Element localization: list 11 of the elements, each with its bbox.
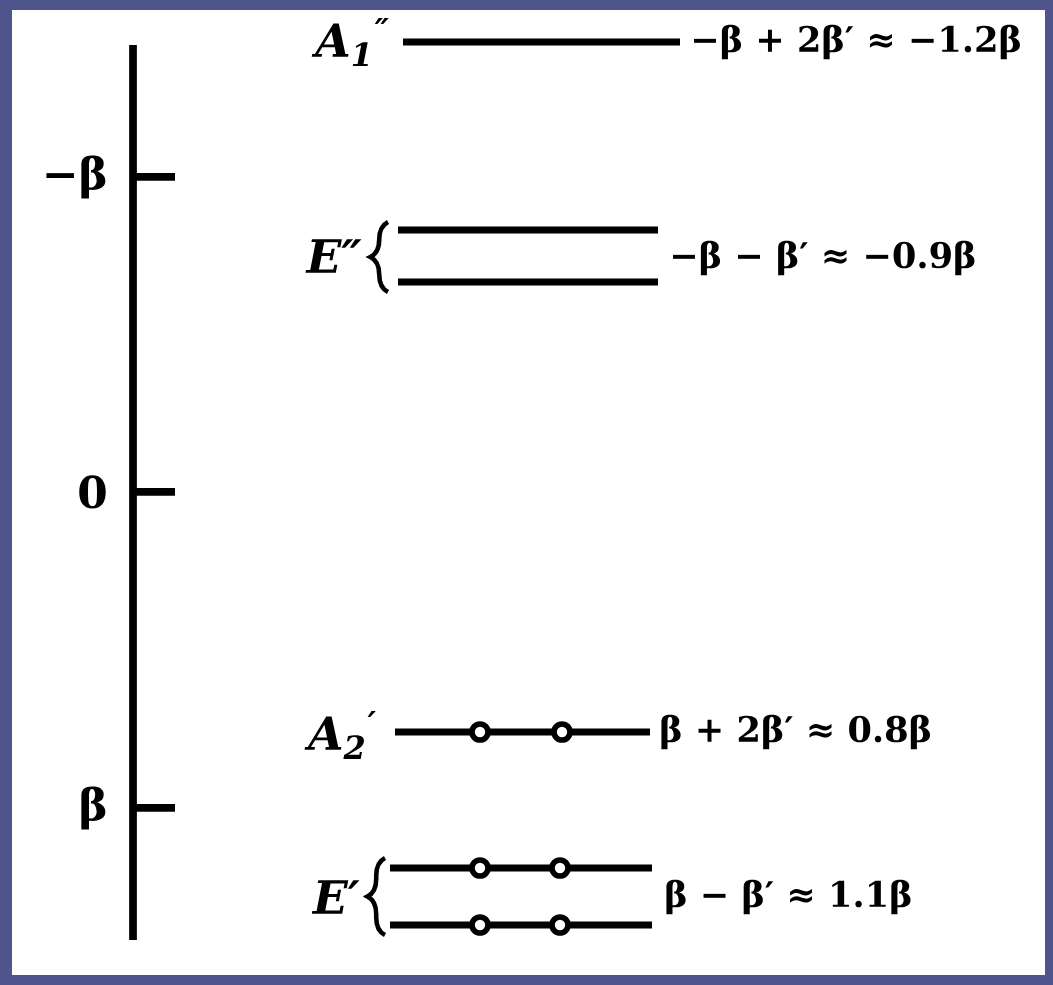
symmetry-label: A$_{2}$′ bbox=[304, 707, 382, 763]
tick-label: 0 bbox=[73, 471, 112, 513]
tick-label: β bbox=[75, 783, 112, 833]
energy-value: β + 2β′ ≈ 0.8β bbox=[655, 711, 936, 753]
energy-value: −β − β′ ≈ −0.9β bbox=[665, 237, 980, 279]
energy-value: −β + 2β′ ≈ −1.2β bbox=[686, 21, 1026, 63]
energy-value: β − β′ ≈ 1.1β bbox=[660, 876, 916, 918]
tick-label: −β bbox=[38, 152, 112, 202]
symmetry-label: E″ bbox=[303, 235, 366, 277]
symmetry-label: A$_{1}$″ bbox=[311, 14, 395, 70]
symmetry-label: E′ bbox=[309, 876, 364, 918]
